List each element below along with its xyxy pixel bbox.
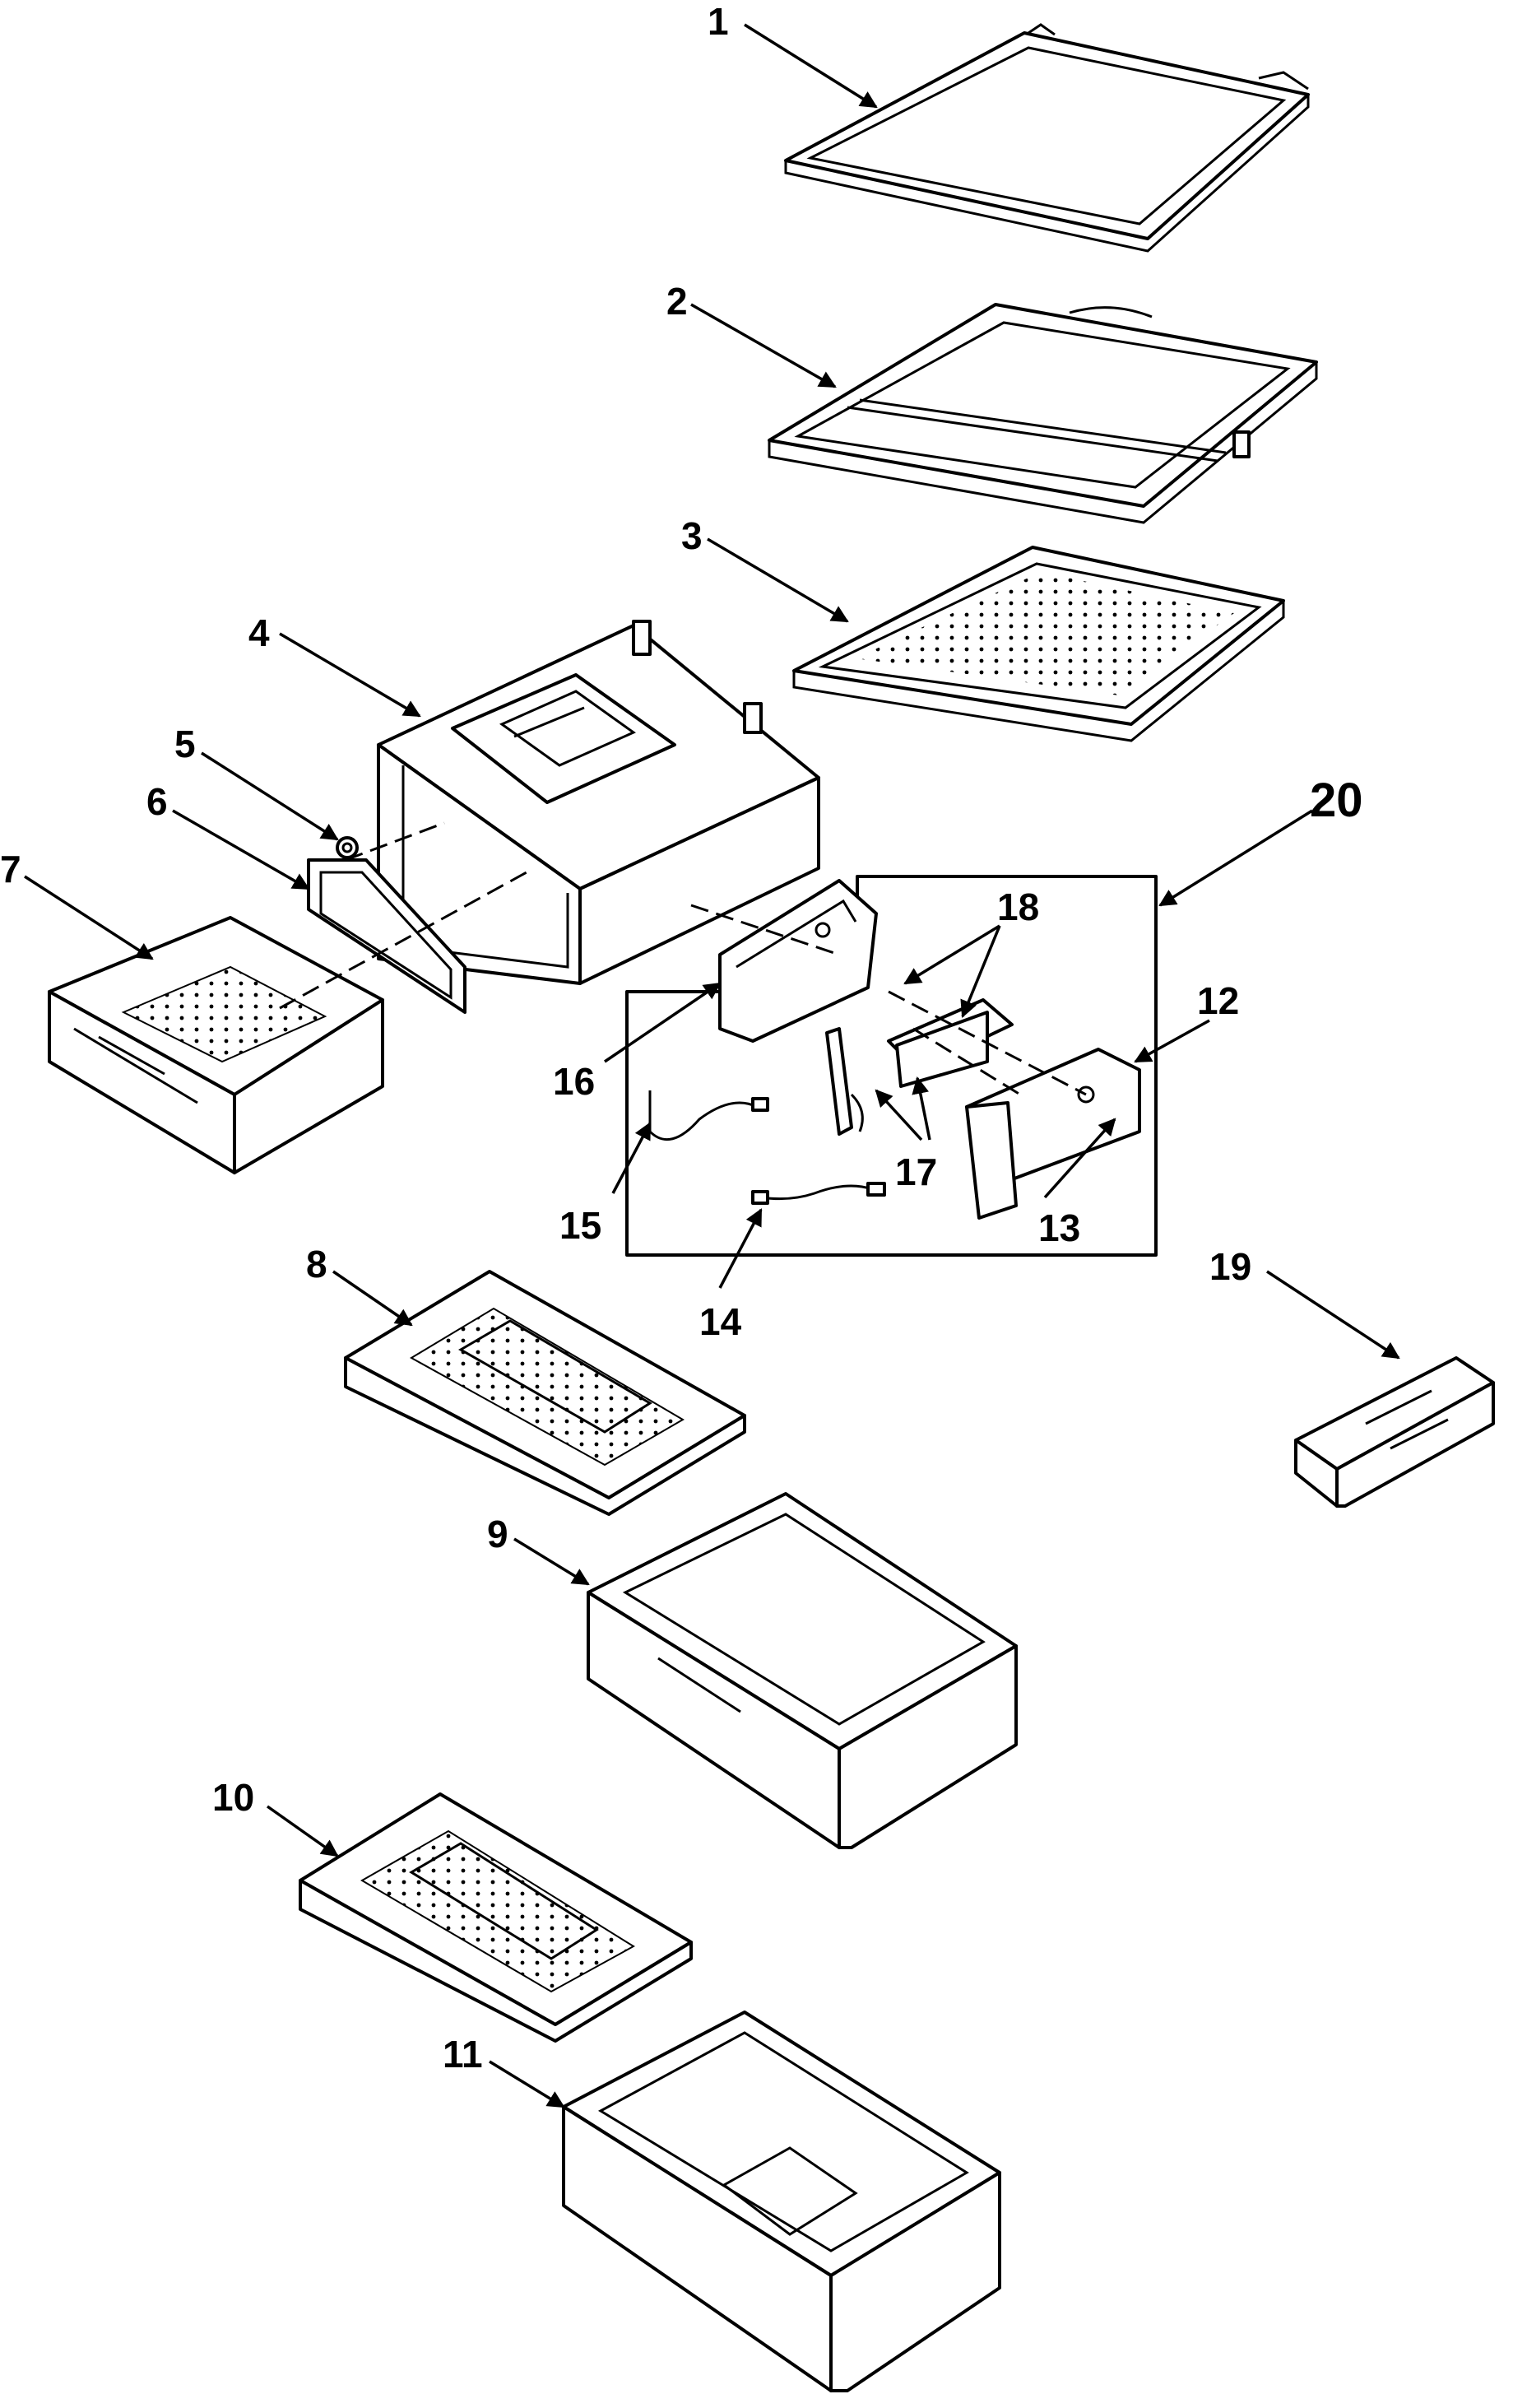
assembly-dashes: [279, 821, 1087, 1096]
callout-9: 9: [487, 1513, 508, 1555]
part-10-crisper-cover: [299, 1792, 693, 2043]
callout-20: 20: [1310, 774, 1363, 827]
part-6-frame-panel: [307, 858, 466, 1014]
callout-17: 17: [895, 1151, 937, 1193]
part-5-knob: [336, 836, 359, 859]
part-3-spill-shelf: [792, 546, 1285, 742]
part-14-wire-harness: [751, 1182, 886, 1205]
part-4-housing: [377, 620, 820, 985]
part-9-large-drawer: [587, 1492, 1018, 1849]
part-19-door-bin: [1294, 1356, 1495, 1508]
callout-15: 15: [559, 1204, 601, 1247]
part-2-framed-shelf: [768, 303, 1318, 524]
callout-14: 14: [699, 1300, 742, 1343]
part-16-bracket: [718, 879, 878, 1043]
callout-12: 12: [1197, 979, 1239, 1022]
callout-2: 2: [666, 280, 688, 323]
callout-7: 7: [0, 848, 21, 890]
callout-11: 11: [443, 2033, 483, 2076]
leader-lines: [24, 23, 1400, 2108]
part-12-control-cover: [965, 1048, 1141, 1220]
callout-labels: 1 2 3 4 5 6 7 8 9 10 11 12 13 14 15 16 1…: [0, 0, 1363, 2076]
part-7-crisper-drawer: [48, 916, 384, 1174]
part-17-sensor-strip: [825, 1027, 864, 1136]
callout-3: 3: [681, 514, 703, 557]
callout-4: 4: [248, 611, 270, 654]
callout-19: 19: [1209, 1245, 1251, 1288]
callout-8: 8: [306, 1243, 327, 1285]
callout-18: 18: [997, 886, 1039, 928]
part-15-wire-harness: [648, 1090, 769, 1141]
part-1-glass-shelf: [784, 23, 1310, 253]
callout-16: 16: [553, 1060, 595, 1103]
callout-6: 6: [146, 780, 168, 823]
callout-10: 10: [212, 1776, 254, 1819]
callout-1: 1: [708, 0, 729, 43]
part-11-deep-drawer: [562, 2011, 1001, 2392]
part-8-crisper-cover: [344, 1270, 746, 1516]
part-18-control-board: [887, 998, 1014, 1088]
callout-5: 5: [174, 723, 196, 765]
callout-13: 13: [1038, 1206, 1080, 1249]
